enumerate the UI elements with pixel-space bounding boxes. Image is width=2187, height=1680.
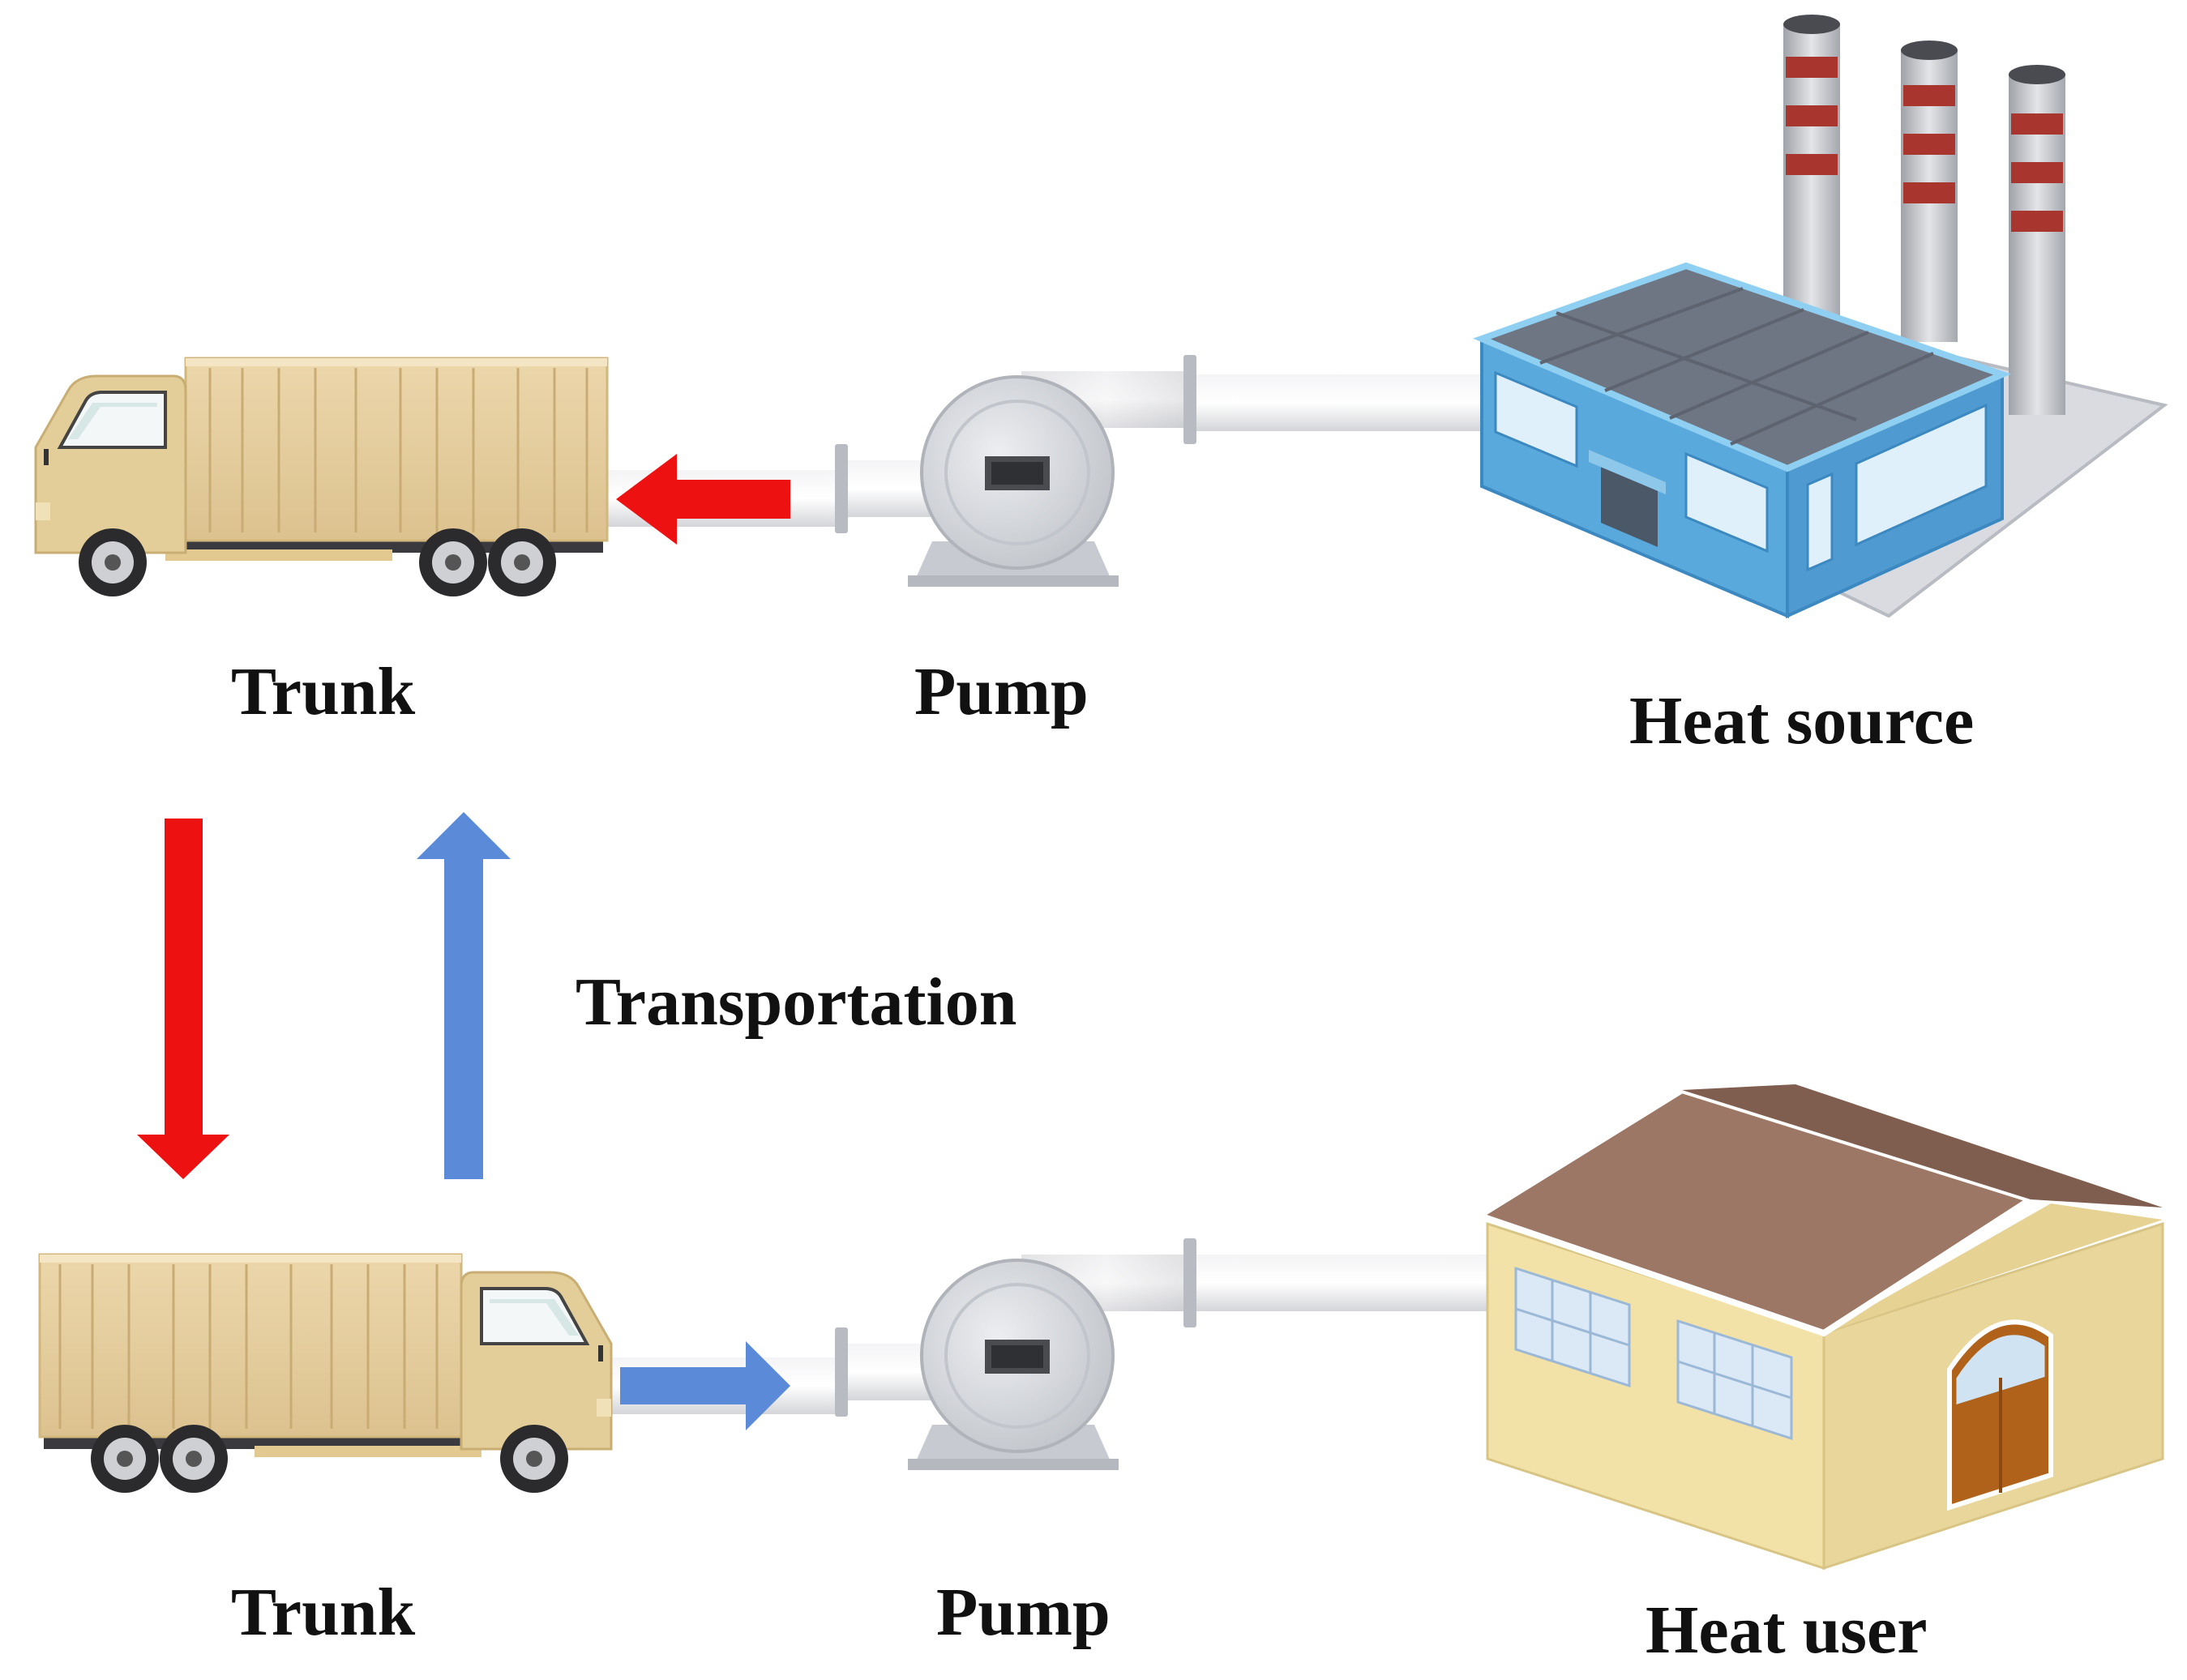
pump-bottom-label: Pump (936, 1575, 1111, 1650)
arrow-icon (417, 812, 511, 1179)
truck-bottom-label: Trunk (231, 1575, 416, 1650)
truck-top-label: Trunk (231, 654, 416, 729)
pump-top-label: Pump (914, 654, 1089, 729)
arrow-icon (616, 454, 790, 545)
arrow-icon (620, 1341, 790, 1430)
heat-source-label: Heat source (1629, 683, 1975, 759)
pipe-bottom-right (1185, 1255, 1493, 1311)
arrow-icon (137, 819, 229, 1179)
transportation-label: Transportation (576, 964, 1017, 1040)
truck-icon (38, 1253, 613, 1494)
truck-icon (34, 357, 609, 598)
heat-user-label: Heat user (1646, 1592, 1928, 1668)
house-icon (1471, 1084, 2164, 1571)
pipe-top-right (1185, 374, 1485, 431)
factory-icon (1473, 15, 2168, 619)
pump-icon (833, 1237, 1198, 1472)
pump-icon (833, 353, 1198, 588)
